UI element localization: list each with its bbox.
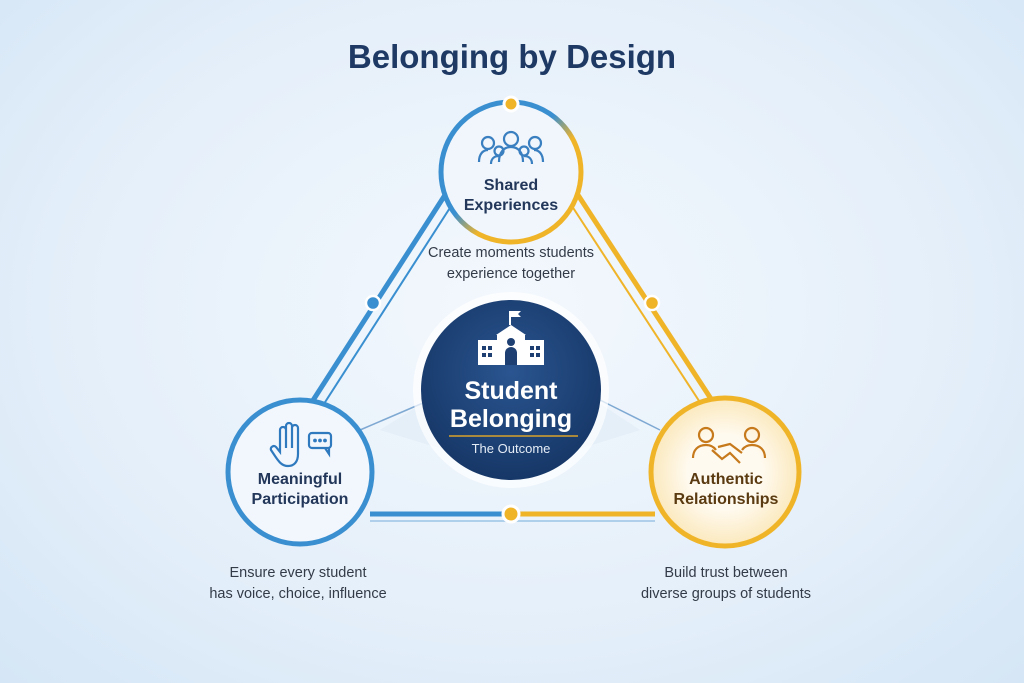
node-meaningful-participation <box>225 397 375 547</box>
desc-line: Ensure every student <box>229 565 367 581</box>
node-shared-experiences <box>438 99 584 245</box>
node-label-line: Meaningful <box>257 471 343 488</box>
center-student-belonging <box>421 300 601 480</box>
node-authentic-relationships <box>648 395 802 549</box>
node-label-shared: Shared Experiences <box>464 176 558 216</box>
connector-dot <box>643 294 661 312</box>
connector-dot <box>501 504 521 524</box>
group-people-icon <box>477 130 545 165</box>
node-label-participation: Meaningful Participation <box>252 470 349 510</box>
node-label-line: Authentic <box>689 471 763 488</box>
node-label-line: Participation <box>251 491 349 508</box>
center-subtitle: The Outcome <box>471 441 551 456</box>
center-title-line: Student <box>464 377 558 405</box>
node-desc-relationships: Build trust between diverse groups of st… <box>641 563 811 605</box>
school-icon <box>478 311 544 365</box>
connector-dot <box>364 294 382 312</box>
node-desc-participation: Ensure every student has voice, choice, … <box>209 563 386 605</box>
desc-line: diverse groups of students <box>640 586 812 602</box>
handshake-icon <box>691 426 767 464</box>
raised-hand-chat-icon <box>269 421 333 468</box>
node-label-relationships: Authentic Relationships <box>674 470 779 510</box>
node-label-line: Experiences <box>463 197 559 214</box>
node-label-line: Relationships <box>673 491 779 508</box>
center-title-line: Belonging <box>449 405 573 433</box>
node-label-line: Shared <box>483 177 539 194</box>
desc-line: Build trust between <box>664 565 788 581</box>
connector-dot <box>502 95 520 113</box>
node-desc-shared: Create moments students experience toget… <box>428 243 594 285</box>
desc-line: experience together <box>446 266 576 282</box>
center-title: Student Belonging <box>450 377 572 433</box>
desc-line: has voice, choice, influence <box>209 586 387 602</box>
desc-line: Create moments students <box>427 245 595 261</box>
page-title: Belonging by Design <box>347 38 677 75</box>
